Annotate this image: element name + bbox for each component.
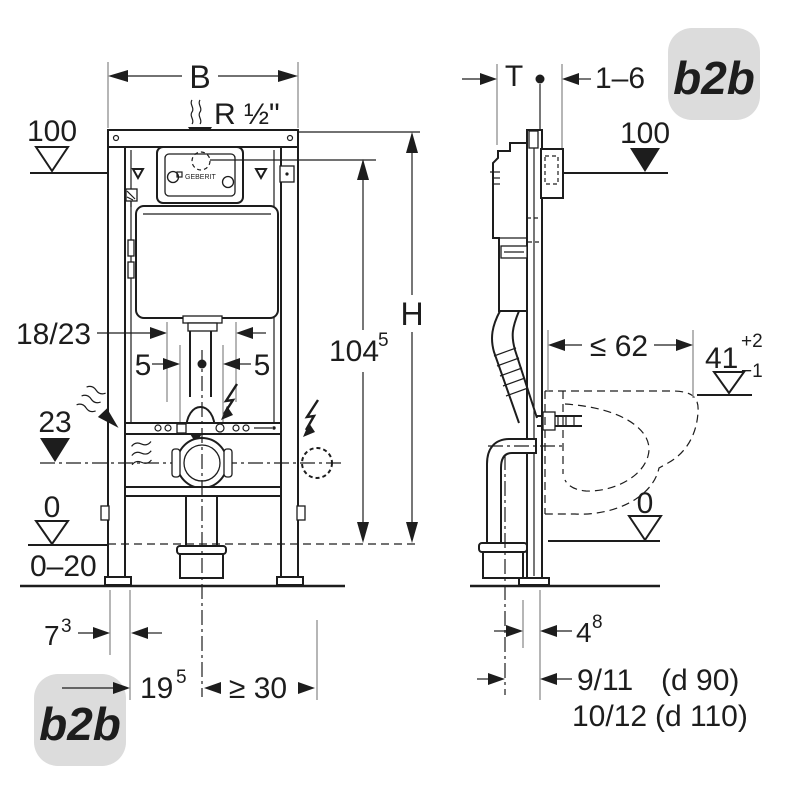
actuator-access-box: GEBERIT [131,146,376,204]
dim-B: B [107,59,299,128]
drain-row2-value: 10/12 [572,700,647,733]
drain-elbow [478,438,565,695]
dim-le-62-value: ≤ 62 [590,330,648,363]
watermark-text: b2b [673,52,755,104]
dim-19-value: 19 [140,672,173,705]
datum-100-value: 100 [620,117,670,150]
electrical-bolt-right [301,399,333,479]
cistern-side [492,142,528,312]
dim-T: T [462,60,545,145]
drain-row2-d: (d 110) [655,700,748,733]
drain-row1-d: (d 90) [661,664,739,697]
brand-label: GEBERIT [185,174,216,181]
dim-18-23-value: 18/23 [16,318,91,351]
dim-ge-30-value: ≥ 30 [229,672,287,705]
dim-104-sup: 5 [378,330,389,351]
dim-4-value: 4 [576,617,592,648]
dim-ge-30: ≥ 30 [204,620,318,705]
datum-23-outlet: 23 [38,406,345,464]
dim-7-3: 7 3 [44,590,162,700]
watermark-bottom-left: b2b [34,674,126,766]
datum-100-front: 100 [27,115,107,174]
dim-5-right: 5 [254,349,271,382]
flush-bend-side [491,310,538,424]
datum-100-side: 100 [490,117,670,174]
dim-18-23: 18/23 [16,318,266,402]
dim-T-label: T [505,60,523,93]
crossbar-upper [124,422,282,435]
dim-19-sup: 5 [176,667,187,688]
dim-H: H [298,131,424,543]
datum-41: 41 +2 −1 [697,331,763,396]
frame-structure [100,129,306,586]
supply-label: R ½" [214,98,280,131]
cistern [135,205,279,319]
datum-41-value: 41 [705,342,738,375]
dim-7-sup: 3 [61,616,72,637]
side-view: T 1–6 100 [462,60,763,733]
front-view: B R ½" 100 [16,59,424,705]
watermark-top-right: b2b [668,28,760,120]
electrical-bolt-left [221,383,239,420]
datum-23-value: 23 [38,406,71,439]
toilet-bowl-outline [544,390,699,515]
datum-0-value: 0 [44,491,61,524]
supply-stub-circle [191,151,211,171]
datum-100-value: 100 [27,115,77,148]
datum-0-value: 0 [637,487,654,520]
floor-range-value: 0–20 [30,550,97,583]
dim-104-5: 104 5 [329,159,389,543]
dim-le-62: ≤ 62 [547,330,694,398]
left-foot [104,576,132,586]
dim-5-5: 5 5 [135,345,271,428]
fill-valve-supply [125,188,138,207]
datum-41-sub: −1 [741,361,763,382]
dim-19-5: 19 5 [62,667,187,705]
datum-41-sup: +2 [741,331,763,352]
drain-pipe-front [176,350,227,697]
dim-4-sup: 8 [592,612,603,633]
dim-1-6: 1–6 [561,62,645,150]
water-flow-arrow-outer [76,385,119,428]
datum-0-side: 0 [470,487,663,588]
right-foot [276,576,304,586]
crossbar-lower [124,486,282,497]
watermark-text: b2b [39,698,121,750]
dim-B-label: B [189,59,210,95]
dim-1-6-value: 1–6 [595,62,645,95]
dim-5-left: 5 [135,349,152,382]
dim-7-value: 7 [44,620,60,651]
dim-H-label: H [400,296,423,332]
datum-0-front: 0 0–20 [20,491,420,588]
actuator-plate-side [540,148,564,199]
drain-row1-value: 9/11 [577,664,633,697]
wc-fixing-bolt [537,411,582,431]
dim-4-8: 4 8 [494,590,603,700]
dim-104-value: 104 [329,335,379,368]
dim-drain-diameters: 9/11 (d 90) 10/12 (d 110) [477,664,748,733]
side-foot [518,577,550,586]
